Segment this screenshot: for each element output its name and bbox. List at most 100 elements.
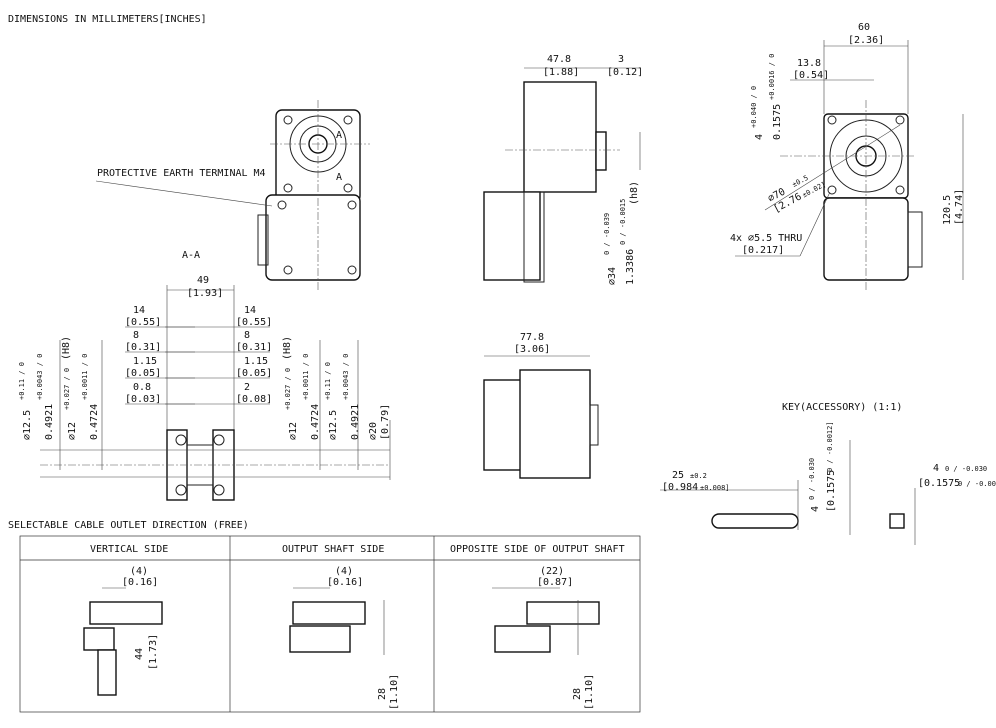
output-offset: (4) bbox=[335, 566, 353, 577]
key-length-in: [0.984 bbox=[662, 482, 698, 493]
section-title: A-A bbox=[182, 250, 200, 261]
opposite-offset-in: [0.87] bbox=[537, 577, 573, 588]
dim-120-5: 120.5 bbox=[942, 195, 953, 225]
col-output-shaft-side: OUTPUT SHAFT SIDE bbox=[282, 544, 384, 555]
dim-3-in: [0.12] bbox=[607, 67, 643, 78]
dia-12-5-tol: +0.11 / 0 bbox=[18, 362, 26, 400]
section-left-dim-in: [0.55] bbox=[125, 317, 161, 328]
section-right-dim-in: [0.31] bbox=[236, 342, 272, 353]
section-right-dim-mm: 8 bbox=[244, 330, 250, 341]
dia-12-5-right-tol: +0.11 / 0 bbox=[324, 362, 332, 400]
dim-60: 60 bbox=[858, 22, 870, 33]
col-vertical-side: VERTICAL SIDE bbox=[90, 544, 168, 555]
dia-12: ⌀12 bbox=[67, 422, 78, 440]
key-length-tol-in: ±0.008] bbox=[700, 484, 730, 492]
section-mark-top: A bbox=[336, 130, 342, 141]
section-right-dim-mm: 1.15 bbox=[244, 356, 268, 367]
output-offset-in: [0.16] bbox=[327, 577, 363, 588]
keyway-4: 4 bbox=[754, 134, 765, 140]
section-left-dim-in: [0.03] bbox=[125, 394, 161, 405]
vertical-height-in: [1.73] bbox=[148, 634, 159, 670]
dia-12-in: 0.4724 bbox=[89, 404, 100, 440]
fit-h8-right: (H8) bbox=[282, 336, 293, 360]
keyway-in: 0.1575 bbox=[772, 104, 783, 140]
section-right-dim-mm: 2 bbox=[244, 382, 250, 393]
dim-49-in: [1.93] bbox=[187, 288, 223, 299]
output-height-in: [1.10] bbox=[389, 674, 400, 710]
section-right-dim-in: [0.05] bbox=[236, 368, 272, 379]
key-width-tol-in: 0 / -0.0012] bbox=[958, 480, 996, 488]
dia-12-right-tol-in: +0.0011 / 0 bbox=[302, 354, 310, 400]
section-left-dim-mm: 14 bbox=[133, 305, 145, 316]
opposite-offset: (22) bbox=[540, 566, 564, 577]
output-height: 28 bbox=[377, 688, 388, 700]
dia-20-in: [0.79] bbox=[380, 404, 391, 440]
key-height-in: [0.1575 bbox=[826, 470, 837, 512]
dia-12-5-in: 0.4921 bbox=[44, 404, 55, 440]
mounting-holes-in: [0.217] bbox=[742, 245, 784, 256]
section-right-dim-mm: 14 bbox=[244, 305, 256, 316]
dia-12-right-in: 0.4724 bbox=[310, 404, 321, 440]
key-height-tol: 0 / -0.030 bbox=[808, 458, 816, 500]
dim-60-in: [2.36] bbox=[848, 35, 884, 46]
keyway-tol-in: +0.0016 / 0 bbox=[768, 54, 776, 100]
key-height: 4 bbox=[810, 506, 821, 512]
keyway-tol: +0.040 / 0 bbox=[750, 86, 758, 128]
front-view: PROTECTIVE EARTH TERMINAL M4 A A bbox=[95, 100, 370, 290]
dia-12-5-tol-in: +0.0043 / 0 bbox=[36, 354, 44, 400]
bottom-view: 77.8 [3.06] bbox=[483, 332, 599, 479]
section-left-dim-in: [0.31] bbox=[125, 342, 161, 353]
vertical-offset-in: [0.16] bbox=[122, 577, 158, 588]
key-length-tol: ±0.2 bbox=[690, 472, 707, 480]
dim-13-8-in: [0.54] bbox=[793, 70, 829, 81]
dim-13-8: 13.8 bbox=[797, 58, 821, 69]
fit-h8: (H8) bbox=[61, 336, 72, 360]
key-height-tol-in: 0 / -0.0012] bbox=[826, 421, 834, 472]
dim-47-8: 47.8 bbox=[547, 54, 571, 65]
dia-20: ⌀20 bbox=[368, 422, 379, 440]
dim-77-8: 77.8 bbox=[520, 332, 544, 343]
dia-34: ⌀34 bbox=[607, 267, 618, 285]
dia-12-tol-in: +0.0011 / 0 bbox=[81, 354, 89, 400]
pcd-tol: ±0.5 bbox=[791, 174, 810, 189]
section-mark-bottom: A bbox=[336, 172, 342, 183]
side-view: 47.8 [1.88] 3 [0.12] ⌀34 0 / -0.039 1.3386… bbox=[483, 54, 643, 285]
dia-12-tol: +0.027 / 0 bbox=[63, 368, 71, 410]
section-right-dim-in: [0.08] bbox=[236, 394, 272, 405]
dia-12-5-right: ⌀12.5 bbox=[328, 410, 339, 440]
section-left-dim-mm: 1.15 bbox=[133, 356, 157, 367]
pe-terminal-label: PROTECTIVE EARTH TERMINAL M4 bbox=[97, 168, 266, 179]
dia-12-right: ⌀12 bbox=[288, 422, 299, 440]
dia-12-5-right-tol-in: +0.0043 / 0 bbox=[342, 354, 350, 400]
dim-47-8-in: [1.88] bbox=[543, 67, 579, 78]
key-title: KEY(ACCESSORY) (1:1) bbox=[782, 402, 902, 413]
key-accessory: KEY(ACCESSORY) (1:1) 25 ±0.2 [0.984±0.008… bbox=[660, 402, 996, 545]
section-left-dim-mm: 8 bbox=[133, 330, 139, 341]
vertical-height: 44 bbox=[134, 648, 145, 660]
key-width-tol: 0 / -0.030 bbox=[945, 465, 987, 473]
section-left-dim-mm: 0.8 bbox=[133, 382, 151, 393]
dia-34-tol: 0 / -0.039 bbox=[603, 213, 611, 255]
dia-34-tol-in: 0 / -0.0015 bbox=[619, 199, 627, 245]
dim-120-5-in: [4.74] bbox=[954, 189, 965, 225]
key-width-in: [0.1575 bbox=[918, 478, 960, 489]
dia-12-5: ⌀12.5 bbox=[22, 410, 33, 440]
dim-3: 3 bbox=[618, 54, 624, 65]
dim-49: 49 bbox=[197, 275, 209, 286]
section-left-dim-in: [0.05] bbox=[125, 368, 161, 379]
section-view: A-A 49 [1.93] 14[0.55]8[0.31]1.15[0.05]0… bbox=[18, 250, 391, 501]
key-length: 25 bbox=[672, 470, 684, 481]
cable-title: SELECTABLE CABLE OUTLET DIRECTION (FREE) bbox=[8, 520, 249, 531]
cable-outlet-table: SELECTABLE CABLE OUTLET DIRECTION (FREE)… bbox=[8, 520, 641, 713]
opposite-height: 28 bbox=[572, 688, 583, 700]
header-note: DIMENSIONS IN MILLIMETERS[INCHES] bbox=[8, 14, 207, 25]
dia-12-right-tol: +0.027 / 0 bbox=[284, 368, 292, 410]
mounting-holes: 4x ⌀5.5 THRU bbox=[730, 233, 802, 244]
dia-34-in: 1.3386 bbox=[625, 249, 636, 285]
dim-77-8-in: [3.06] bbox=[514, 344, 550, 355]
fit-h8-shaft: (h8) bbox=[629, 181, 640, 205]
col-opposite-side: OPPOSITE SIDE OF OUTPUT SHAFT bbox=[450, 544, 625, 555]
dia-12-5-right-in: 0.4921 bbox=[350, 404, 361, 440]
